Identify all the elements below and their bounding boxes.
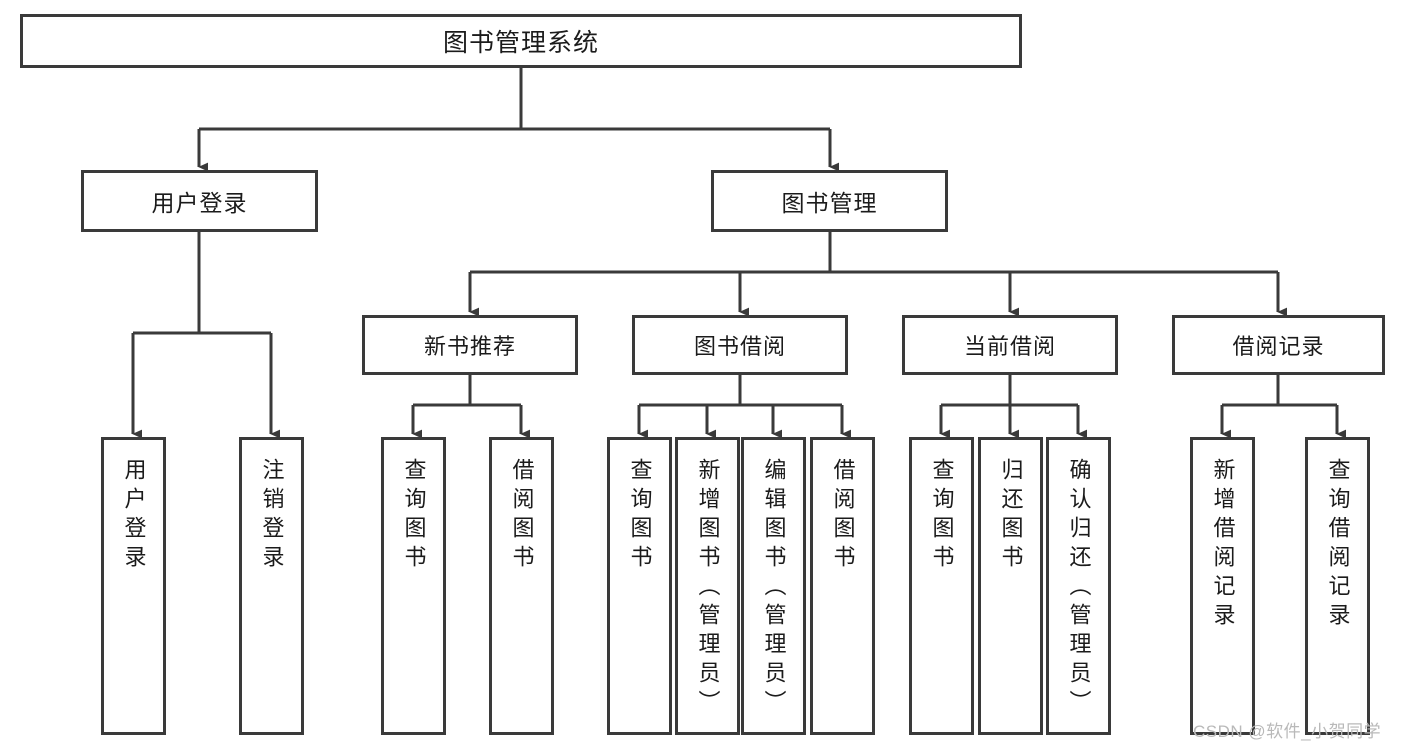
node-leaf-borrow-book-2[interactable]: 借阅图书: [810, 437, 875, 735]
node-book-manage-label: 图书管理: [781, 190, 878, 216]
node-leaf-edit-book-label: 编辑图书（管理员）: [761, 458, 787, 719]
node-leaf-query-book-2-label: 查询图书: [627, 458, 653, 574]
node-new-book-recommend[interactable]: 新书推荐: [362, 315, 578, 375]
node-leaf-query-record[interactable]: 查询借阅记录: [1305, 437, 1370, 735]
node-root[interactable]: 图书管理系统: [20, 14, 1022, 68]
node-leaf-add-record-label: 新增借阅记录: [1210, 458, 1236, 632]
node-current-borrow-label: 当前借阅: [963, 334, 1056, 359]
node-leaf-query-book-1-label: 查询图书: [401, 458, 427, 574]
node-leaf-confirm-return-label: 确认归还（管理员）: [1066, 458, 1092, 719]
node-leaf-user-logout-label: 注销登录: [259, 458, 285, 574]
watermark: CSDN @软件_小贺同学: [1193, 722, 1382, 741]
node-new-book-recommend-label: 新书推荐: [423, 334, 516, 359]
node-user-login-label: 用户登录: [151, 190, 248, 216]
node-borrow-record[interactable]: 借阅记录: [1172, 315, 1385, 375]
node-leaf-add-book[interactable]: 新增图书（管理员）: [675, 437, 740, 735]
node-root-label: 图书管理系统: [442, 29, 599, 57]
node-leaf-borrow-book-1[interactable]: 借阅图书: [489, 437, 554, 735]
node-leaf-add-book-label: 新增图书（管理员）: [695, 458, 721, 719]
node-leaf-add-record[interactable]: 新增借阅记录: [1190, 437, 1255, 735]
node-leaf-query-book-3[interactable]: 查询图书: [909, 437, 974, 735]
node-leaf-user-logout[interactable]: 注销登录: [239, 437, 304, 735]
node-leaf-borrow-book-1-label: 借阅图书: [509, 458, 535, 574]
node-leaf-edit-book[interactable]: 编辑图书（管理员）: [741, 437, 806, 735]
node-current-borrow[interactable]: 当前借阅: [902, 315, 1118, 375]
node-leaf-query-book-2[interactable]: 查询图书: [607, 437, 672, 735]
node-leaf-query-book-1[interactable]: 查询图书: [381, 437, 446, 735]
node-leaf-user-login-label: 用户登录: [121, 458, 147, 574]
node-book-borrow[interactable]: 图书借阅: [632, 315, 848, 375]
node-book-manage[interactable]: 图书管理: [711, 170, 948, 232]
node-leaf-return-book[interactable]: 归还图书: [978, 437, 1043, 735]
node-book-borrow-label: 图书借阅: [693, 334, 786, 359]
node-leaf-return-book-label: 归还图书: [998, 458, 1024, 574]
node-leaf-user-login[interactable]: 用户登录: [101, 437, 166, 735]
node-leaf-borrow-book-2-label: 借阅图书: [830, 458, 856, 574]
node-user-login[interactable]: 用户登录: [81, 170, 318, 232]
node-leaf-query-record-label: 查询借阅记录: [1325, 458, 1351, 632]
node-borrow-record-label: 借阅记录: [1232, 334, 1325, 359]
node-leaf-confirm-return[interactable]: 确认归还（管理员）: [1046, 437, 1111, 735]
node-leaf-query-book-3-label: 查询图书: [929, 458, 955, 574]
